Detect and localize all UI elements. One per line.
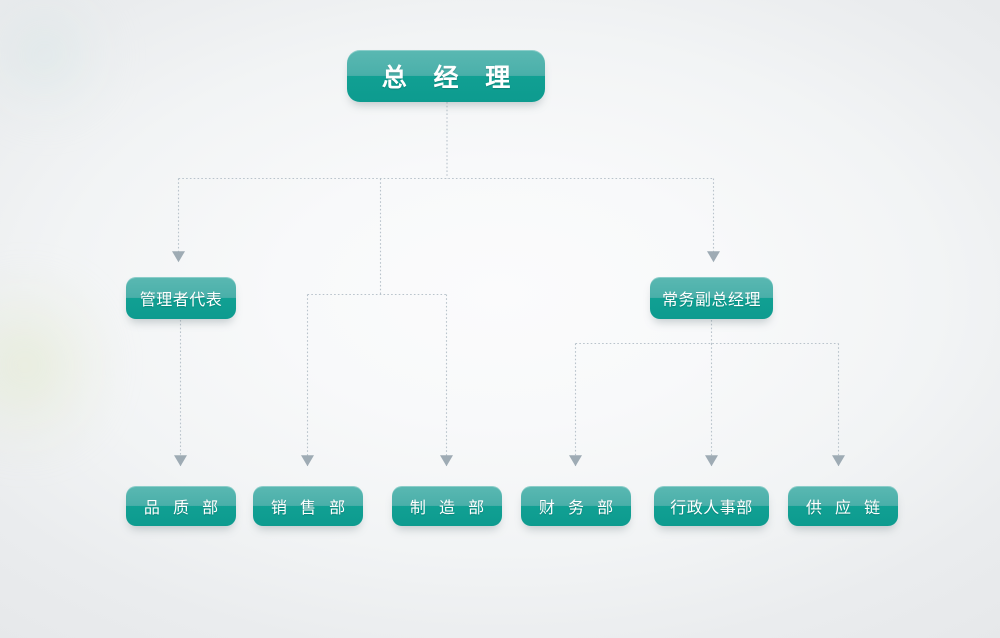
node-sales-department[interactable]: 销 售 部 — [253, 486, 363, 526]
node-general-manager[interactable]: 总 经 理 — [347, 50, 545, 102]
node-supply-chain-department[interactable]: 供 应 链 — [788, 486, 898, 526]
node-manufacturing-department[interactable]: 制 造 部 — [392, 486, 502, 526]
node-finance-department[interactable]: 财 务 部 — [521, 486, 631, 526]
node-admin-hr-department[interactable]: 行政人事部 — [654, 486, 769, 526]
node-deputy-general-manager[interactable]: 常务副总经理 — [650, 277, 773, 319]
node-management-representative[interactable]: 管理者代表 — [126, 277, 236, 319]
node-quality-department[interactable]: 品 质 部 — [126, 486, 236, 526]
